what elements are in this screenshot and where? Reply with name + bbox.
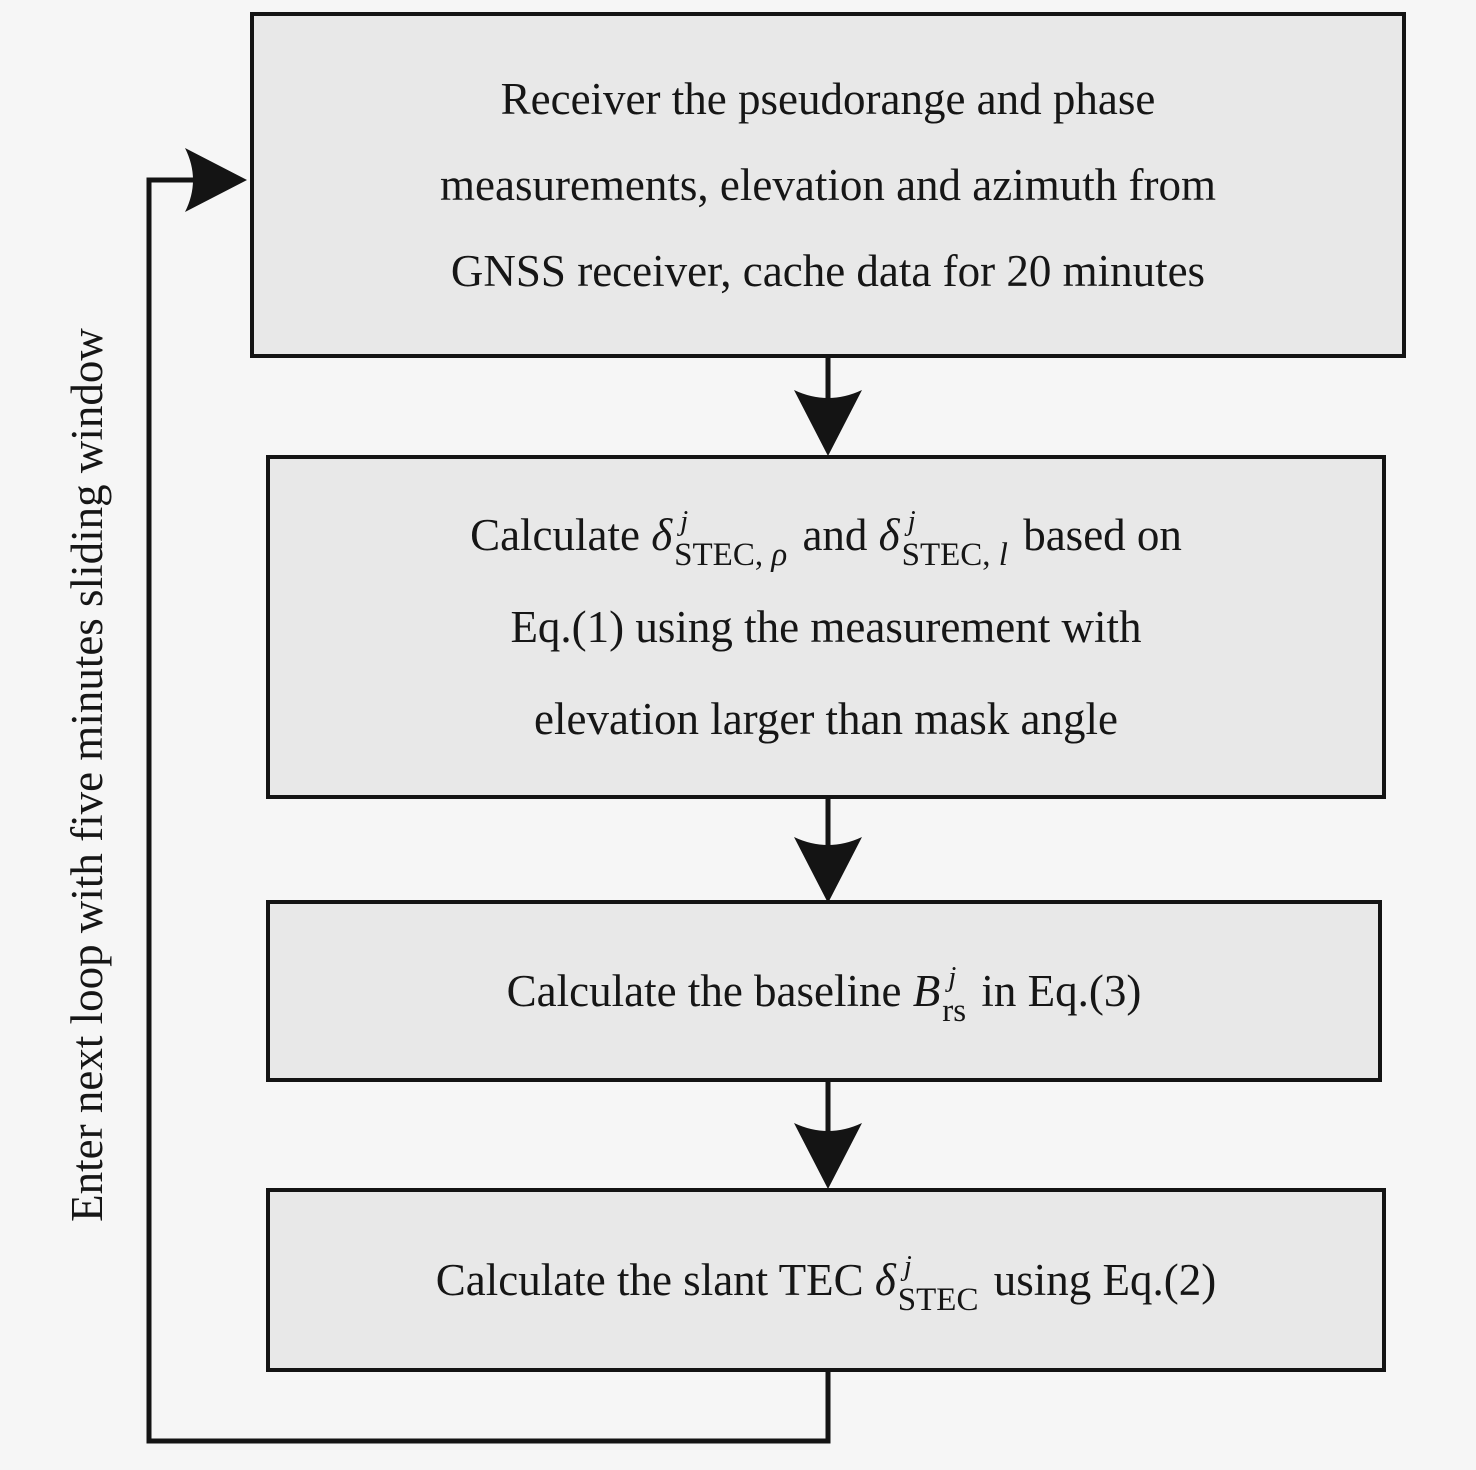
- box1-line-3: GNSS receiver, cache data for 20 minutes: [450, 246, 1206, 296]
- delta1-subscript: STEC, ρ: [674, 536, 788, 573]
- delta-symbol-2: δ: [878, 510, 900, 560]
- slant-tec-subscript: STEC: [897, 1281, 979, 1318]
- loop-label: Enter next loop with five minutes slidin…: [62, 328, 112, 1222]
- box2-line1-mid: and: [791, 510, 879, 560]
- box1-line-2: measurements, elevation and azimuth from: [440, 160, 1216, 210]
- box4-pre: Calculate the slant TEC: [435, 1255, 875, 1305]
- delta1-superscript: j: [680, 504, 689, 537]
- arrowhead-loop-box1: [185, 148, 247, 212]
- baseline-superscript: j: [948, 960, 957, 993]
- box4-post: using Eq.(2): [982, 1255, 1217, 1305]
- delta-symbol-1: δ: [651, 510, 673, 560]
- delta2-subscript: STEC, l: [901, 536, 1008, 573]
- arrowhead-box2-box3: [794, 837, 862, 903]
- box3-pre: Calculate the baseline: [506, 966, 913, 1016]
- arrowhead-box3-box4: [794, 1123, 862, 1189]
- baseline-symbol: B: [912, 966, 941, 1016]
- box2-line1-post: based on: [1011, 510, 1182, 560]
- arrowhead-box1-box2: [794, 390, 862, 456]
- box3-post: in Eq.(3): [970, 966, 1142, 1016]
- loop-connector: [146, 177, 831, 1444]
- delta2-superscript: j: [907, 504, 916, 537]
- baseline-subscript: rs: [942, 992, 967, 1029]
- box1-line-1: Receiver the pseudorange and phase: [500, 74, 1156, 124]
- flow-box-receive-data: Receiver the pseudorange and phase measu…: [250, 12, 1406, 358]
- box2-line-3: elevation larger than mask angle: [534, 694, 1118, 744]
- slant-tec-superscript: j: [903, 1249, 912, 1282]
- box2-line-2: Eq.(1) using the measurement with: [510, 602, 1142, 652]
- slant-tec-symbol: δ: [874, 1255, 896, 1305]
- box2-line1-pre: Calculate: [470, 510, 652, 560]
